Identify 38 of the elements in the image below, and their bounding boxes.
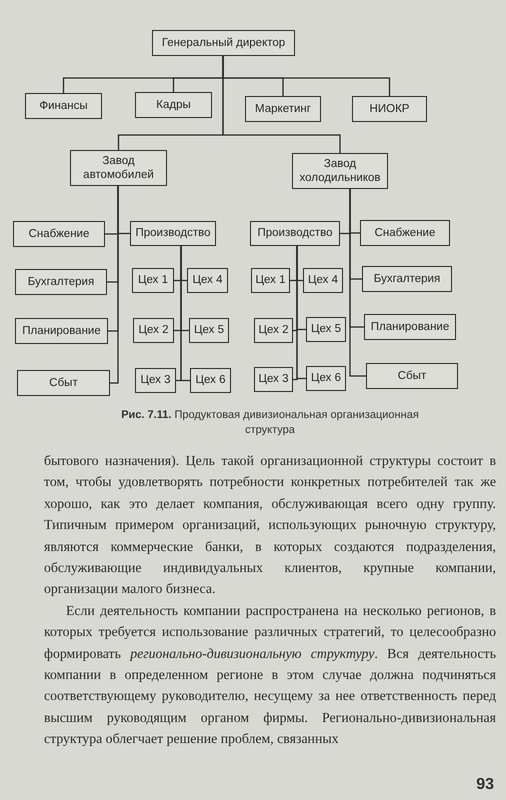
org-unit-box: Цех 4 — [187, 268, 228, 293]
org-unit-box: Цех 6 — [190, 368, 231, 393]
org-unit-box: Маркетинг — [245, 96, 321, 122]
org-unit-box: НИОКР — [352, 96, 427, 122]
org-unit-box: Сбыт — [366, 363, 458, 389]
org-unit-box: Завод холодильников — [292, 153, 388, 189]
org-unit-box: Кадры — [135, 92, 212, 118]
body-paragraph: Если деятельность компании распространена на несколько регионов, в которых требуется использование различных стратегий, то целесообразно формировать регионально-дивизиональную структуру. Вся деятельность компании в определенном регионе в этом случае должна подчиняться соответствующему руководителю, несущему за нее ответственность перед высшим руководящим органом фирмы. Регионально-дивизиональная структура облегчает решение проблем, связанных — [44, 602, 496, 748]
org-unit-box: Цех 2 — [133, 318, 174, 343]
connector-line — [222, 56, 341, 153]
org-unit-box: Снабжение — [13, 221, 105, 247]
page-number: 93 — [476, 776, 494, 794]
org-unit-box: Производство — [130, 221, 216, 246]
org-unit-box: Планирование — [364, 314, 456, 340]
org-unit-box: Производство — [250, 221, 340, 246]
org-unit-box: Цех 3 — [254, 367, 293, 392]
org-unit-box: Сбыт — [17, 370, 110, 396]
org-unit-box: Бухгалтерия — [15, 269, 107, 295]
org-unit-box: Цех 5 — [306, 317, 346, 342]
org-unit-box: Планирование — [15, 318, 108, 344]
connector-line — [110, 186, 119, 384]
org-unit-box: Завод автомобилей — [70, 150, 167, 186]
org-unit-box: Снабжение — [360, 220, 450, 246]
connector-line — [296, 246, 306, 380]
org-unit-box: Бухгалтерия — [362, 266, 452, 292]
org-unit-box: Цех 5 — [189, 318, 229, 343]
org-unit-box: Генеральный директор — [152, 30, 295, 56]
org-unit-box: Цех 4 — [303, 268, 343, 293]
org-unit-box: Цех 1 — [251, 268, 290, 293]
org-unit-box: Цех 3 — [135, 368, 176, 393]
connector-line — [349, 189, 366, 377]
org-unit-box: Цех 1 — [132, 268, 174, 293]
body-paragraph: бытового назначения). Цель такой организационной структуры состоит в том, чтобы удовлетворять потребности конкретных потребителей так же хорошо, как это делает компания, обслуживающая всего одну группу. Типичным примером организаций, использующих рыночную структуру, являются коммерческие банки, в которых создаются подразделения, обслуживающие индивидуальных клиентов, крупные компании, организации малого бизнеса. — [44, 452, 496, 598]
org-unit-box: Цех 2 — [254, 318, 293, 343]
figure-caption: Рис. 7.11. Продуктовая дивизиональная организационная структура — [120, 408, 420, 438]
org-unit-box: Цех 6 — [306, 366, 346, 391]
connector-line — [180, 246, 190, 382]
org-unit-box: Финансы — [25, 93, 102, 119]
